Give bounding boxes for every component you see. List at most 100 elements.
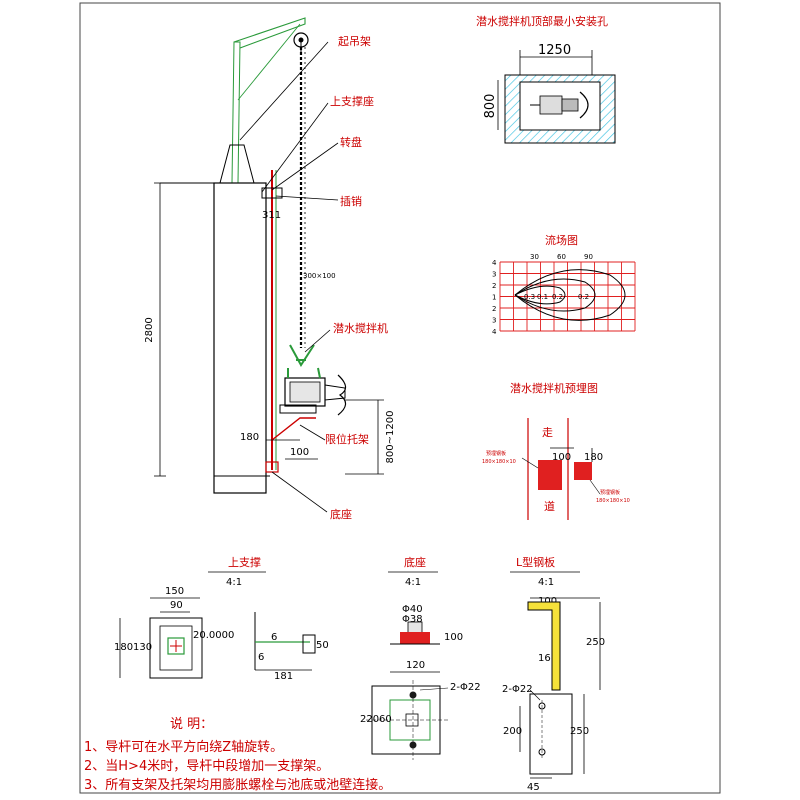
note-2: 2、当H>4米时，导杆中段增加一支撑架。	[84, 759, 329, 774]
embed-view: 潜水搅拌机预埋图 走 道 100 180 预埋钢板 180×180×10 预埋钢…	[482, 381, 630, 520]
embed-note-right-sub: 180×180×10	[596, 498, 630, 504]
support-dim-181: 181	[274, 671, 293, 682]
notes: 说 明： 1、导杆可在水平方向绕Z轴旋转。 2、当H>4米时，导杆中段增加一支撑…	[84, 717, 391, 793]
flow-row-label: 3	[492, 271, 496, 279]
flow-cell-value: 0.2	[552, 293, 563, 301]
dim-311: 311	[262, 210, 281, 221]
support-dim-6b: 6	[258, 652, 264, 663]
base-dim-40: Φ40	[402, 604, 423, 615]
support-plate	[149, 617, 203, 679]
flow-row-label: 1	[492, 294, 496, 302]
top-hole-width: 1250	[538, 43, 571, 58]
flow-contours	[514, 269, 626, 321]
note-3: 3、所有支架及托架均用膨胀螺栓与池底或池壁连接。	[84, 777, 391, 793]
crane-arm	[233, 17, 306, 49]
base-dim-60: 60	[379, 714, 392, 725]
crane-brace	[237, 23, 301, 101]
dim-100: 100	[290, 447, 309, 458]
plate-dim-200: 200	[503, 726, 522, 737]
embed-note-left-sub: 180×180×10	[482, 459, 516, 465]
embed-note-left: 预埋钢板	[486, 450, 506, 457]
flow-cell-value: 0.1	[537, 293, 548, 301]
flow-row-label: 4	[492, 259, 497, 267]
flow-grid	[499, 261, 636, 332]
flow-row-labels: 4 3 2 1 2 3 4	[492, 259, 497, 336]
embed-plate-left	[538, 460, 562, 490]
support-dim-6a: 6	[271, 632, 277, 643]
label-base: 底座	[330, 507, 352, 521]
flow-cell-value: 0.3	[524, 293, 535, 301]
base-dim-100: 100	[444, 632, 463, 643]
embed-plate-right	[574, 462, 592, 480]
crane-base	[219, 144, 255, 184]
plate-holes: 2-Φ22	[502, 684, 533, 695]
support-title: 上支撑	[228, 555, 261, 569]
support-dim-130: 130	[133, 642, 152, 653]
support-dim-20: 20.0000	[193, 630, 234, 641]
flow-col-label: 30	[530, 253, 539, 261]
upper-support-block	[261, 187, 283, 199]
base-dim-120: 120	[406, 660, 425, 671]
label-turntable: 转盘	[340, 135, 362, 149]
crane-mast	[231, 41, 241, 184]
notes-heading: 说 明：	[170, 717, 213, 732]
limit-bracket	[271, 417, 316, 441]
top-hole-height: 800	[483, 94, 498, 119]
base-dim-220: 220	[360, 714, 379, 725]
embed-dim-180: 180	[584, 452, 603, 463]
flow-row-label: 3	[492, 317, 496, 325]
support-dim-90: 90	[170, 600, 183, 611]
plate-dim-250b: 250	[570, 726, 589, 737]
label-pin: 插销	[340, 194, 362, 208]
support-dim-150: 150	[165, 586, 184, 597]
dim-800-1200: 800~1200	[385, 411, 396, 464]
dim-2800: 2800	[144, 317, 155, 342]
tank-wall	[213, 182, 267, 494]
plate-plan	[529, 693, 573, 775]
embed-walkway-bottom: 道	[544, 499, 555, 513]
label-crane: 起吊架	[338, 35, 371, 48]
base-scale: 4:1	[405, 577, 421, 588]
plate-scale: 4:1	[538, 577, 554, 588]
flow-field-title: 流场图	[545, 233, 578, 247]
support-dim-50: 50	[316, 640, 329, 651]
support-scale: 4:1	[226, 577, 242, 588]
flow-row-label: 2	[492, 282, 496, 290]
plate-title: L型钢板	[516, 555, 555, 569]
label-limit-bracket: 限位托架	[325, 432, 369, 446]
flow-col-labels: 30 60 90	[530, 253, 593, 261]
base-title: 底座	[404, 555, 426, 569]
main-elevation: 2800 311 300×100	[144, 17, 396, 521]
embed-title: 潜水搅拌机预埋图	[510, 381, 598, 395]
base-holes: 2-Φ22	[450, 682, 481, 693]
top-hole-view: 潜水搅拌机顶部最小安装孔 1250 800	[476, 14, 616, 144]
base-block	[400, 632, 430, 644]
plate-dim-45: 45	[527, 782, 540, 793]
dim-180: 180	[240, 432, 259, 443]
top-hole-title: 潜水搅拌机顶部最小安装孔	[476, 14, 608, 28]
flow-cell-value: 0.2	[578, 293, 589, 301]
embed-walkway-top: 走	[542, 426, 553, 439]
flow-col-label: 60	[557, 253, 566, 261]
plate-dim-250a: 250	[586, 637, 605, 648]
l-plate-shape	[527, 601, 561, 691]
base-dim-38: Φ38	[402, 614, 423, 625]
flow-row-label: 4	[492, 328, 497, 336]
submersible-mixer	[279, 344, 347, 416]
label-mixer: 潜水搅拌机	[333, 321, 388, 335]
label-upper-support: 上支撑座	[330, 94, 374, 108]
dim-300x100: 300×100	[303, 272, 336, 280]
flow-row-label: 2	[492, 305, 496, 313]
embed-note-right: 预埋钢板	[600, 489, 620, 496]
detail-l-plate: L型钢板 4:1 100 250 16 2-Φ22 200 250 45	[502, 555, 605, 793]
mixer-top-icon	[530, 91, 589, 119]
embed-dim-100: 100	[552, 452, 571, 463]
support-dim-180: 180	[114, 642, 133, 653]
note-1: 1、导杆可在水平方向绕Z轴旋转。	[84, 739, 283, 755]
sheet-frame	[79, 2, 721, 794]
detail-base: 底座 4:1 Φ40 Φ38 100 120 2-Φ22 220 60	[360, 555, 481, 760]
flow-col-label: 90	[584, 253, 593, 261]
